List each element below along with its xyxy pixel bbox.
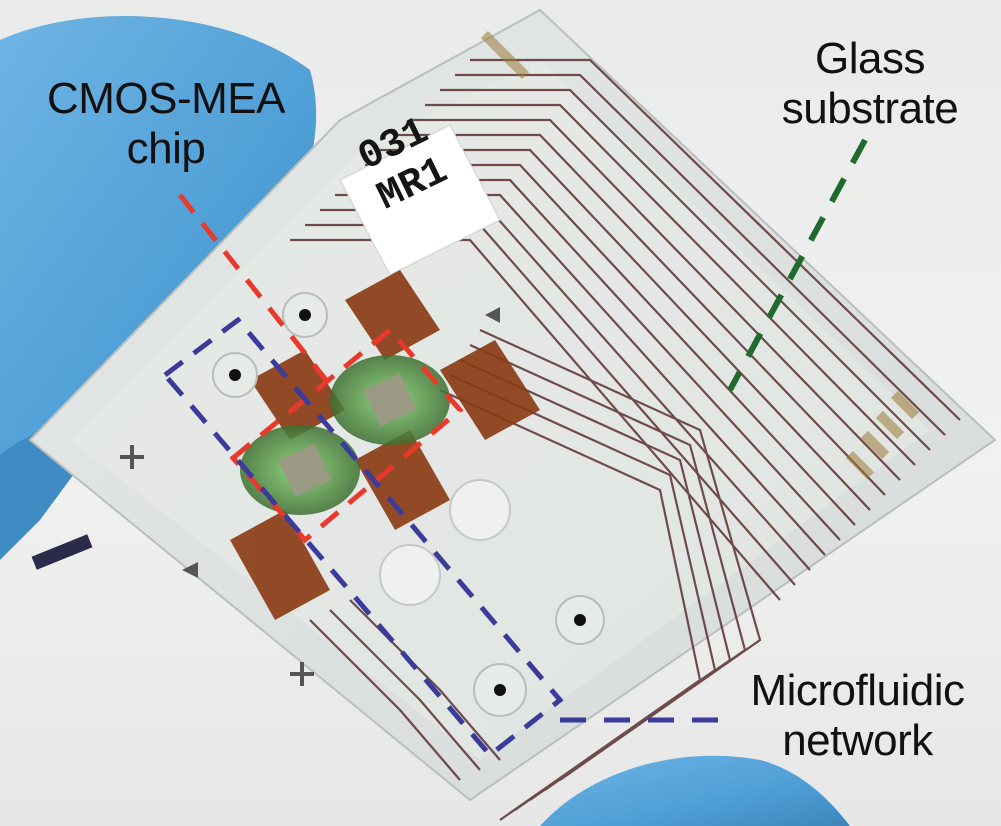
glove-bottom-right — [540, 755, 850, 826]
microfluidic-highlight-box — [161, 316, 564, 759]
cmos-mea-chip-label-line2: chip — [126, 124, 206, 173]
glass-substrate-leader-line — [727, 138, 868, 392]
electrode-traces — [290, 58, 961, 821]
contact-pads — [480, 30, 920, 480]
chip-tag-sticker — [339, 124, 501, 276]
glass-substrate-label: Glass substrate — [770, 34, 970, 134]
cmos-mea-chip-label: CMOS-MEA chip — [32, 74, 300, 174]
microfluidic-network-label-line2: network — [782, 716, 933, 765]
microfluidic-network-label-line1: Microfluidic — [750, 666, 965, 715]
cmos-chip-highlight-box — [229, 326, 464, 544]
glove-left — [0, 16, 317, 455]
glass-substrate-label-line2: substrate — [781, 84, 959, 133]
microfluidic-network-label: Microfluidic network — [735, 666, 980, 766]
glass-substrate-label-line1: Glass — [815, 34, 925, 83]
inlet-tube — [31, 534, 93, 570]
cmos-mea-chip-label-line1: CMOS-MEA — [47, 74, 286, 123]
cmos-chip-leader-line — [178, 193, 332, 387]
fluidic-ports — [212, 292, 605, 717]
alignment-marks — [120, 307, 500, 686]
cmos-chips — [240, 355, 450, 515]
